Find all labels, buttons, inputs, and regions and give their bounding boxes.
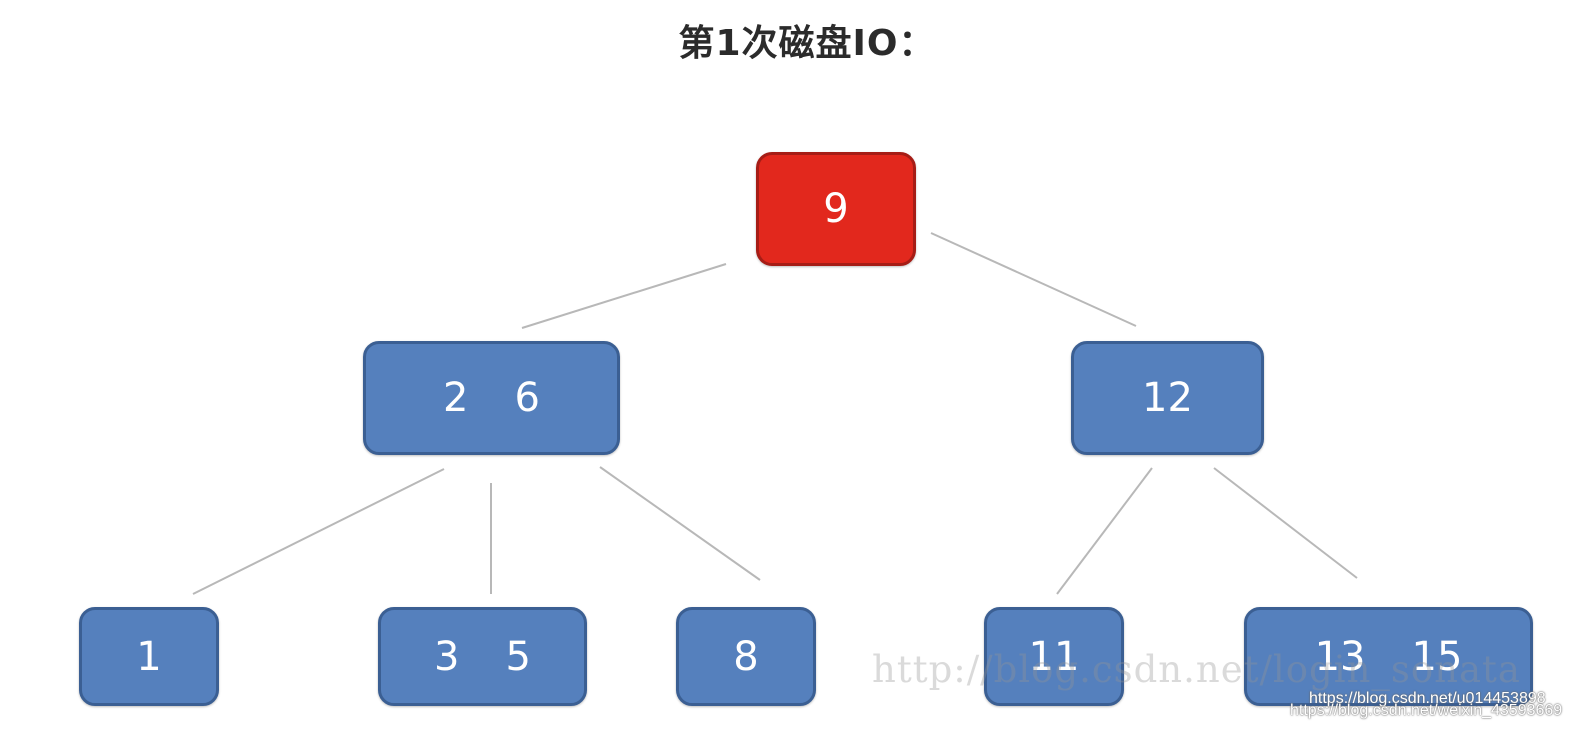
node-key: 2 xyxy=(443,375,469,421)
node-key: 1 xyxy=(136,633,162,680)
edge-2-6-to-8 xyxy=(599,466,761,581)
node-key: 13 xyxy=(1314,633,1366,680)
tree-node-11: 11 xyxy=(984,607,1124,706)
tree-node-8: 8 xyxy=(676,607,816,706)
node-key: 5 xyxy=(505,633,531,680)
tree-node-2-6: 2 6 xyxy=(363,341,620,455)
tree-node-1: 1 xyxy=(79,607,219,706)
source-url-watermark-2: https://blog.csdn.net/weixin_43593669 xyxy=(1290,702,1563,719)
tree-node-13-15: 13 15 xyxy=(1244,607,1533,706)
edge-12-to-13-15 xyxy=(1213,467,1358,579)
node-key: 15 xyxy=(1411,633,1463,680)
edge-2-6-to-1 xyxy=(192,468,445,595)
node-key: 8 xyxy=(733,633,759,680)
page-title: 第1次磁盘IO： xyxy=(678,23,936,64)
node-key: 9 xyxy=(823,186,849,232)
blog-watermark: http://blog.csdn.net/login_sonata xyxy=(872,648,1521,691)
node-key: 11 xyxy=(1028,633,1080,680)
edge-9-to-2-6 xyxy=(521,263,727,329)
node-key: 3 xyxy=(434,633,460,680)
edge-12-to-11 xyxy=(1056,467,1153,595)
tree-node-root: 9 xyxy=(756,152,916,266)
source-url-watermark: https://blog.csdn.net/u014453898 xyxy=(1309,690,1546,707)
tree-node-12: 12 xyxy=(1071,341,1264,455)
node-key: 6 xyxy=(514,375,540,421)
edge-9-to-12 xyxy=(930,232,1137,327)
node-key: 12 xyxy=(1142,375,1193,421)
tree-node-3-5: 3 5 xyxy=(378,607,587,706)
